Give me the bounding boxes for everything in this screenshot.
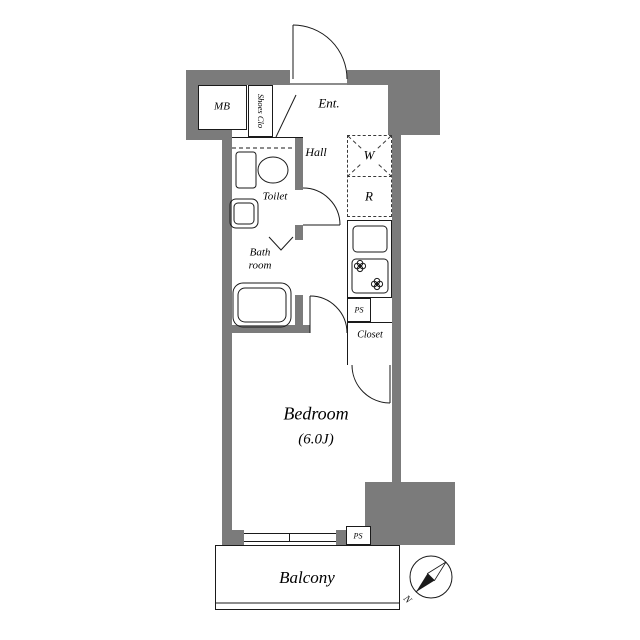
washer-fridge-divider xyxy=(347,176,392,177)
label-entrance: Ent. xyxy=(318,95,340,111)
window-mullion xyxy=(289,533,290,542)
label-ps-upper: PS xyxy=(354,305,364,315)
entrance-door xyxy=(290,24,348,85)
wall-toilet-hall-mid xyxy=(295,225,303,240)
shoes-closet-box xyxy=(248,85,273,137)
toilet-door xyxy=(302,187,341,226)
label-shoes-closet: Shoes Clo xyxy=(255,93,266,129)
label-hall: Hall xyxy=(305,145,327,160)
bedroom-window xyxy=(244,533,336,542)
bedroom-door xyxy=(309,295,348,334)
label-ps-lower: PS xyxy=(353,531,363,541)
wall-left-main xyxy=(222,128,232,545)
wall-right-main xyxy=(392,135,401,485)
wall-left-of-mb xyxy=(186,70,198,140)
balcony-area xyxy=(215,545,400,610)
wall-bottom-left-segment xyxy=(222,530,244,545)
meter-box xyxy=(198,85,247,130)
label-fridge: R xyxy=(362,189,376,205)
label-balcony: Balcony xyxy=(279,568,335,588)
label-closet: Closet xyxy=(357,329,383,341)
wall-top-mid xyxy=(347,70,392,85)
kitchen-counter xyxy=(347,220,392,298)
wall-toilet-hall-upper xyxy=(295,137,303,190)
label-washer: W xyxy=(360,148,378,164)
pipe-space-upper-box xyxy=(347,298,371,322)
label-bedroom: Bedroom xyxy=(283,403,349,424)
label-bedroom-size: (6.0J) xyxy=(298,431,334,448)
wall-below-mb xyxy=(186,128,232,140)
wall-top-left xyxy=(186,70,290,85)
toilet-fixture xyxy=(232,147,295,189)
closet-door xyxy=(351,364,391,404)
toilet-top-wall-line xyxy=(232,137,303,138)
wall-bath-bedroom xyxy=(222,325,310,333)
wall-toilet-hall-lower xyxy=(295,295,303,333)
pipe-space-lower-box xyxy=(346,526,371,545)
entrance-step-line xyxy=(275,94,297,138)
closet-box xyxy=(347,322,392,365)
washbasin xyxy=(229,198,259,229)
label-mb: MB xyxy=(214,100,230,113)
wall-block-top-right xyxy=(388,70,440,135)
compass-icon: N xyxy=(400,555,453,607)
compass-north-label: N xyxy=(400,593,414,607)
label-bathroom: Bath room xyxy=(248,246,272,271)
wall-block-bottom-right xyxy=(365,482,455,545)
label-toilet: Toilet xyxy=(262,190,288,203)
bathtub xyxy=(232,282,292,328)
bath-door-fold xyxy=(268,236,294,251)
